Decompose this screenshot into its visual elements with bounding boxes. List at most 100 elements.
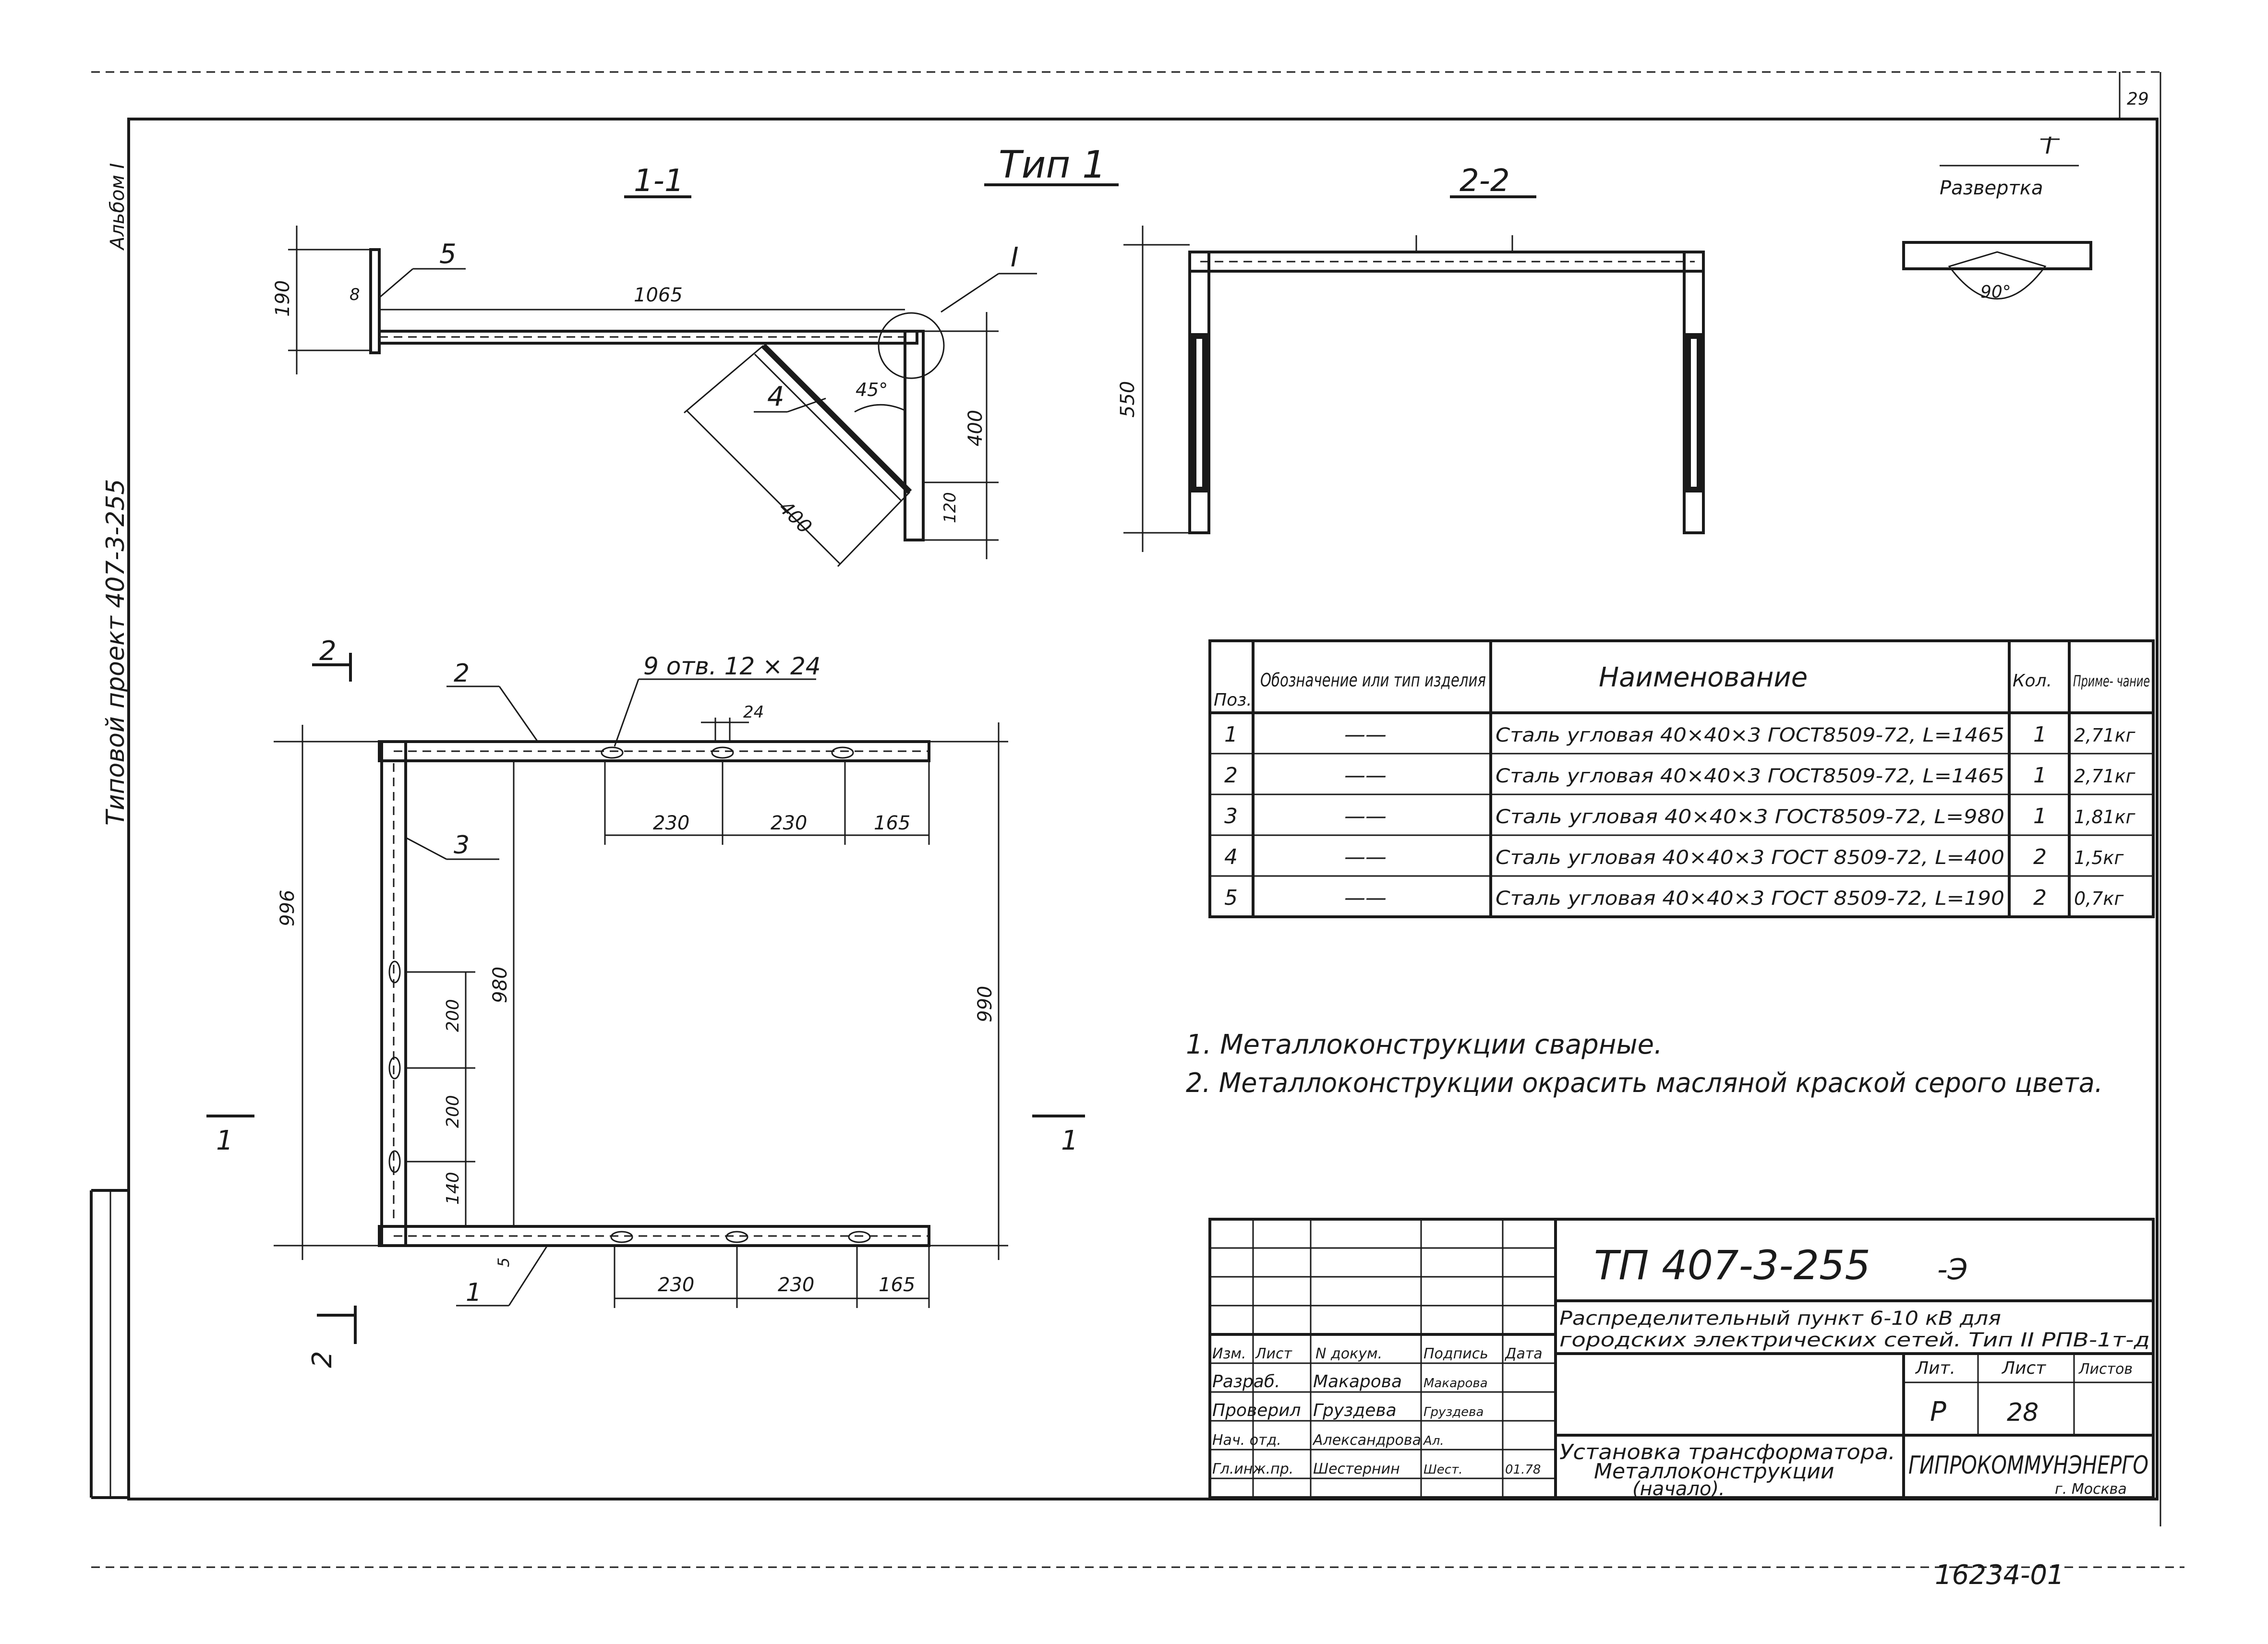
- detail-ref-label: I: [1011, 242, 1019, 273]
- row-1-qty: 1: [2033, 722, 2047, 747]
- sheet-label: Лист: [2001, 1358, 2046, 1378]
- table-row: 1 —— Сталь угловая 40×40×3 ГОСТ8509-72, …: [1224, 722, 2136, 747]
- top-dim-2: 230: [771, 812, 807, 834]
- row-4-pos: 4: [1224, 845, 1238, 869]
- plan-view: [206, 653, 1085, 1344]
- row-3-qty: 1: [2033, 804, 2047, 828]
- dim-980: 980: [489, 967, 511, 1003]
- cut-2-top: 2: [319, 636, 337, 667]
- th-qty: Кол.: [2013, 671, 2052, 691]
- table-row: 5 —— Сталь угловая 40×40×3 ГОСТ 8509-72,…: [1224, 886, 2124, 910]
- stage-label: Лит.: [1915, 1358, 1955, 1378]
- detail-angle: 90°: [1980, 282, 2011, 302]
- row-1-designation: ——: [1344, 722, 1387, 747]
- row-3-note: 1,81кг: [2074, 806, 2136, 828]
- title-block: [1208, 1218, 2155, 1499]
- vert-dim-200-a: 200: [443, 999, 463, 1032]
- row-5-qty: 2: [2033, 886, 2047, 910]
- table-row: 4 —— Сталь угловая 40×40×3 ГОСТ 8509-72,…: [1224, 845, 2124, 869]
- row-5-name: Сталь угловая 40×40×3 ГОСТ 8509-72, L=19…: [1496, 888, 2004, 910]
- name-head-dept: Александрова: [1312, 1432, 1421, 1449]
- drawing-title-1: Установка трансформатора.: [1559, 1440, 1895, 1464]
- cut-1-left: 1: [216, 1125, 233, 1156]
- detail-i-view: [1902, 138, 2092, 300]
- project-note: Типовой проект 407-3-255: [101, 479, 130, 826]
- dim-8: 8: [350, 285, 360, 304]
- project-title-2: городских электрических сетей. Тип II РП…: [1559, 1329, 2150, 1351]
- row-1-pos: 1: [1224, 722, 1238, 747]
- row-2-pos: 2: [1224, 763, 1238, 788]
- section-2-label: 2-2: [1460, 163, 1510, 199]
- sign-checker: Груздева: [1424, 1405, 1484, 1419]
- row-5-note: 0,7кг: [2074, 888, 2124, 909]
- album-note: Альбом I: [107, 163, 129, 251]
- hole-24: 24: [743, 703, 764, 722]
- col-sign: Подпись: [1424, 1345, 1488, 1362]
- type-title: Тип 1: [999, 144, 1106, 187]
- sheet-value: 28: [2007, 1398, 2039, 1427]
- dim-990: 990: [974, 986, 996, 1022]
- note-2: 2. Металлоконструкции окрасить масляной …: [1186, 1068, 2103, 1099]
- row-4-qty: 2: [2033, 845, 2047, 869]
- detail-label: I: [2045, 132, 2052, 159]
- vert-dim-200-b: 200: [443, 1095, 463, 1128]
- drawing-title-3: (начало).: [1632, 1478, 1725, 1500]
- org-city: г. Москва: [2055, 1481, 2127, 1498]
- stage-value: Р: [1930, 1396, 1946, 1428]
- pos-2-label: 2: [454, 659, 470, 688]
- role-head-dept: Нач. отд.: [1212, 1432, 1281, 1449]
- section-2-2-view: [1123, 226, 1705, 552]
- org-name: ГИПРОКОММУНЭНЕРГО: [1908, 1451, 2148, 1480]
- row-2-name: Сталь угловая 40×40×3 ГОСТ8509-72, L=146…: [1496, 765, 2004, 787]
- archive-number: 16234-01: [1935, 1560, 2064, 1591]
- row-4-note: 1,5кг: [2074, 847, 2124, 868]
- section-1-1-view: [288, 226, 1037, 567]
- row-1-note: 2,71кг: [2074, 725, 2136, 746]
- top-dim-1: 230: [653, 812, 689, 834]
- dim-400-vert: 400: [965, 410, 987, 446]
- sign-chief-eng: Шест.: [1424, 1463, 1463, 1477]
- dim-550: 550: [1117, 381, 1139, 418]
- row-5-designation: ——: [1344, 886, 1387, 910]
- col-doc: N докум.: [1315, 1345, 1382, 1362]
- date-chief-eng: 01.78: [1505, 1463, 1541, 1477]
- table-row: 2 —— Сталь угловая 40×40×3 ГОСТ8509-72, …: [1224, 763, 2136, 788]
- th-designation: Обозначение или тип изделия: [1260, 670, 1486, 691]
- angle-45: 45°: [856, 379, 888, 400]
- section-1-label: 1-1: [634, 163, 684, 199]
- sign-head-dept: Ал.: [1423, 1434, 1444, 1448]
- pos-3-label: 3: [454, 831, 470, 860]
- th-pos: Поз.: [1214, 690, 1252, 710]
- vert-dim-140: 140: [443, 1172, 463, 1205]
- sheet-frame: [90, 71, 2184, 1568]
- name-checker: Груздева: [1313, 1401, 1397, 1420]
- cut-1-right: 1: [1061, 1125, 1078, 1156]
- bottom-dim-2: 230: [778, 1274, 814, 1296]
- doc-code: ТП 407-3-255: [1594, 1242, 1870, 1289]
- pos-1-label: 1: [466, 1278, 482, 1307]
- project-title-1: Распределительный пункт 6-10 кВ для: [1559, 1308, 2001, 1330]
- top-dim-3: 165: [874, 812, 910, 834]
- th-name: Наименование: [1599, 662, 1808, 693]
- row-3-designation: ——: [1344, 804, 1387, 828]
- bottom-dim-3: 165: [879, 1274, 915, 1296]
- name-developer: Макарова: [1313, 1372, 1402, 1392]
- th-note: Приме- чание: [2073, 672, 2150, 690]
- dim-190: 190: [272, 280, 294, 317]
- pos-4-label: 4: [767, 381, 784, 412]
- row-2-note: 2,71кг: [2074, 766, 2136, 787]
- row-3-pos: 3: [1224, 804, 1238, 828]
- dim-1065: 1065: [634, 284, 683, 306]
- col-date: Дата: [1504, 1345, 1543, 1362]
- row-1-name: Сталь угловая 40×40×3 ГОСТ8509-72, L=146…: [1496, 724, 2004, 746]
- role-checker: Проверил: [1212, 1401, 1301, 1420]
- table-row: 3 —— Сталь угловая 40×40×3 ГОСТ8509-72, …: [1224, 804, 2136, 828]
- col-izm: Изм.: [1212, 1345, 1246, 1362]
- dim-400-diag: 400: [774, 497, 816, 539]
- page-number: 29: [2127, 89, 2149, 109]
- holes-note: 9 отв. 12 × 24: [643, 652, 821, 680]
- pos-5-label: 5: [439, 239, 457, 270]
- role-developer: Разраб.: [1212, 1372, 1280, 1392]
- name-chief-eng: Шестернин: [1313, 1461, 1400, 1477]
